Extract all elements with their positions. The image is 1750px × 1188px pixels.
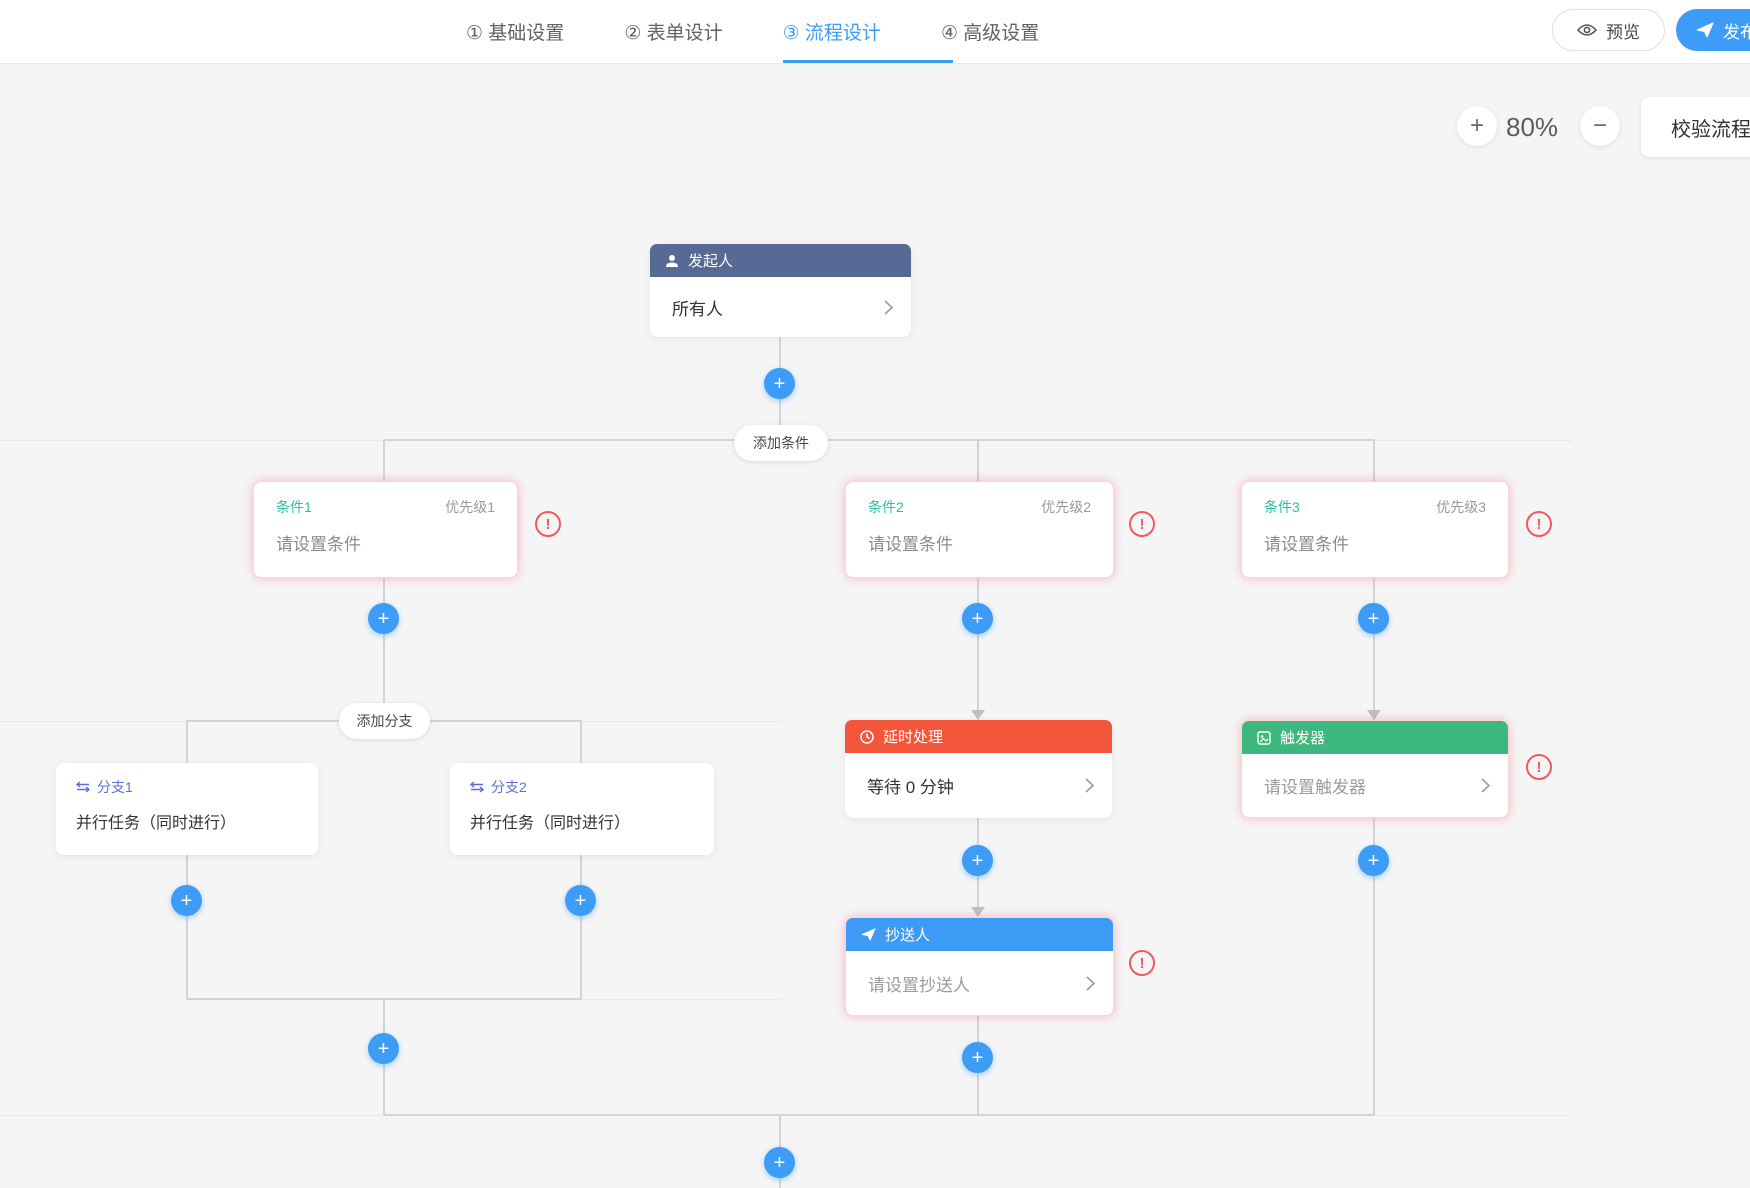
- connector-line: [384, 439, 1375, 441]
- tab-advanced-settings[interactable]: ④ 高级设置: [940, 23, 1040, 44]
- add-node-button[interactable]: +: [171, 885, 202, 916]
- condition-priority: 优先级3: [1436, 499, 1486, 515]
- condition-placeholder: 请设置条件: [276, 535, 361, 554]
- tab-basic-settings[interactable]: ① 基础设置: [466, 23, 565, 44]
- node-cc[interactable]: 抄送人 请设置抄送人: [845, 917, 1114, 1016]
- connector-line: [383, 440, 385, 721]
- add-node-button[interactable]: +: [764, 368, 795, 399]
- chevron-right-icon: [1481, 778, 1490, 793]
- connector-line: [582, 721, 781, 722]
- warning-icon: !: [535, 511, 561, 537]
- validate-flow-button[interactable]: 校验流程: [1641, 97, 1750, 157]
- parallel-icon: [470, 781, 484, 793]
- connector-line: [580, 855, 582, 1000]
- warning-icon: !: [1526, 511, 1552, 537]
- add-branch-button[interactable]: 添加分支: [339, 703, 430, 739]
- condition-placeholder: 请设置条件: [868, 535, 953, 554]
- add-node-button[interactable]: +: [962, 603, 993, 634]
- node-initiator[interactable]: 发起人 所有人: [650, 244, 911, 337]
- parallel-icon: [76, 781, 90, 793]
- node-title: 抄送人: [885, 927, 931, 944]
- connector-line: [0, 1115, 384, 1116]
- user-icon: [665, 254, 679, 268]
- add-node-button[interactable]: +: [1358, 603, 1389, 634]
- tab-form-design[interactable]: ② 表单设计: [624, 23, 723, 44]
- zoom-out-button[interactable]: −: [1580, 106, 1620, 146]
- branch-value: 并行任务（同时进行）: [470, 815, 631, 832]
- warning-icon: !: [1526, 754, 1552, 780]
- publish-button[interactable]: 发布: [1676, 9, 1750, 51]
- eye-icon: [1577, 23, 1597, 37]
- node-trigger-header: 触发器: [1242, 721, 1508, 754]
- step-tabs: ① 基础设置 ② 表单设计 ③ 流程设计 ④ 高级设置: [466, 0, 1039, 63]
- branch-value: 并行任务（同时进行）: [76, 815, 237, 832]
- node-initiator-header: 发起人: [650, 244, 911, 277]
- preview-label: 预览: [1606, 22, 1640, 42]
- connector-line: [384, 1114, 1375, 1116]
- condition-placeholder: 请设置条件: [1264, 535, 1349, 554]
- add-node-button[interactable]: +: [1358, 845, 1389, 876]
- active-tab-indicator: [783, 60, 953, 63]
- add-node-button[interactable]: +: [764, 1147, 795, 1178]
- node-condition-2[interactable]: 条件2 优先级2 请设置条件: [845, 481, 1114, 578]
- send-icon: [1696, 22, 1714, 38]
- condition-priority: 优先级1: [445, 499, 495, 515]
- add-condition-button[interactable]: 添加条件: [734, 425, 828, 461]
- add-node-button[interactable]: +: [368, 1033, 399, 1064]
- add-node-button[interactable]: +: [368, 603, 399, 634]
- zoom-in-button[interactable]: +: [1457, 106, 1497, 146]
- chevron-right-icon: [884, 299, 893, 315]
- arrow-down-icon: [1367, 710, 1381, 720]
- add-node-button[interactable]: +: [962, 845, 993, 876]
- clock-icon: [860, 729, 874, 744]
- node-title: 触发器: [1280, 730, 1326, 747]
- node-cc-header: 抄送人: [846, 918, 1113, 951]
- initiator-value: 所有人: [672, 299, 723, 319]
- arrow-down-icon: [971, 907, 985, 917]
- connector-line: [582, 999, 781, 1000]
- connector-line: [0, 721, 187, 722]
- warning-icon: !: [1129, 511, 1155, 537]
- top-bar: ① 基础设置 ② 表单设计 ③ 流程设计 ④ 高级设置 预览 发布: [0, 0, 1750, 64]
- trigger-placeholder: 请设置触发器: [1264, 778, 1366, 797]
- chevron-right-icon: [1085, 778, 1094, 793]
- add-node-button[interactable]: +: [565, 885, 596, 916]
- tab-flow-design[interactable]: ③ 流程设计: [782, 23, 881, 44]
- cc-placeholder: 请设置抄送人: [868, 975, 970, 995]
- node-condition-1[interactable]: 条件1 优先级1 请设置条件: [253, 481, 518, 578]
- connector-line: [1375, 1115, 1572, 1116]
- add-node-button[interactable]: +: [962, 1042, 993, 1073]
- node-delay-header: 延时处理: [845, 720, 1112, 753]
- node-title: 延时处理: [883, 729, 944, 746]
- node-branch-2[interactable]: 分支2 并行任务（同时进行）: [450, 763, 714, 855]
- connector-line: [1373, 816, 1375, 1116]
- connector-line: [186, 720, 188, 765]
- trigger-icon: [1257, 730, 1271, 745]
- send-icon: [861, 928, 876, 941]
- zoom-level: 80%: [1506, 112, 1559, 142]
- publish-label: 发布: [1723, 22, 1750, 42]
- node-condition-3[interactable]: 条件3 优先级3 请设置条件: [1241, 481, 1509, 578]
- node-branch-1[interactable]: 分支1 并行任务（同时进行）: [56, 763, 318, 855]
- condition-priority: 优先级2: [1041, 499, 1091, 515]
- node-delay[interactable]: 延时处理 等待 0 分钟: [845, 720, 1112, 818]
- condition-name: 条件2: [868, 499, 904, 515]
- branch-name: 分支2: [491, 779, 527, 795]
- node-trigger[interactable]: 触发器 请设置触发器: [1241, 720, 1509, 818]
- chevron-right-icon: [1086, 975, 1095, 991]
- connector-line: [580, 720, 582, 765]
- arrow-down-icon: [971, 710, 985, 720]
- condition-name: 条件3: [1264, 499, 1300, 515]
- preview-button[interactable]: 预览: [1552, 9, 1665, 51]
- connector-line: [186, 855, 188, 1000]
- warning-icon: !: [1129, 950, 1155, 976]
- delay-value: 等待 0 分钟: [867, 778, 954, 797]
- node-title: 发起人: [688, 253, 734, 270]
- condition-name: 条件1: [276, 499, 312, 515]
- branch-name: 分支1: [97, 779, 133, 795]
